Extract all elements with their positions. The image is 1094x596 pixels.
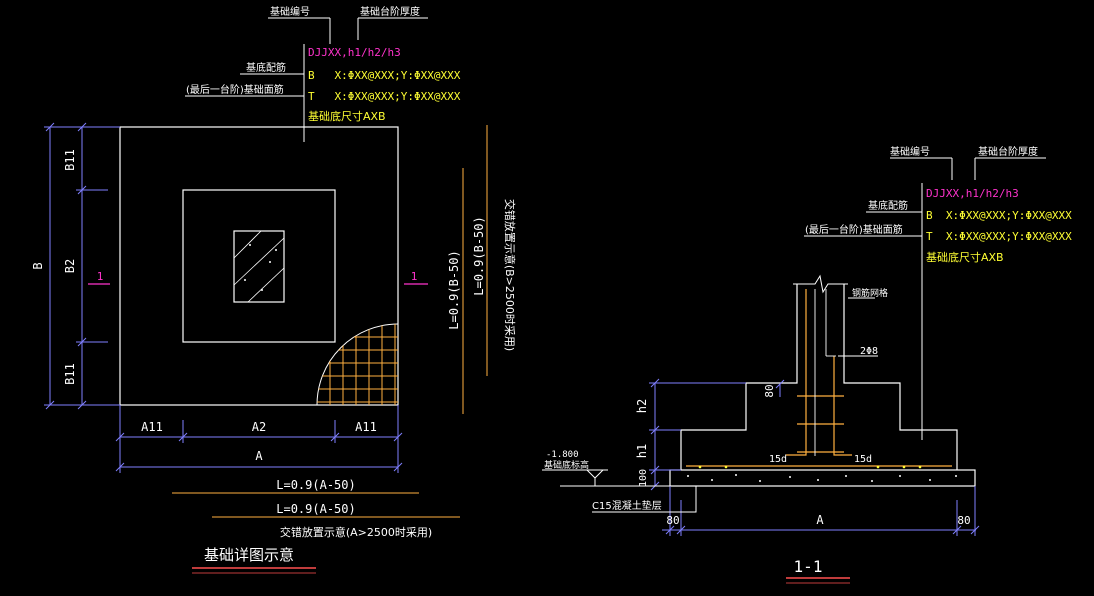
section-dim-A: A [816, 513, 824, 527]
svg-text:1: 1 [97, 270, 104, 283]
cushion-hatch [687, 474, 957, 482]
footing-outline [119, 126, 399, 406]
section-bottom-line: B X:ΦXX@XXX;Y:ΦXX@XXX [926, 209, 1072, 222]
plan-title: 基础详图示意 [204, 546, 294, 564]
elevation-marker [542, 469, 670, 487]
break-line [793, 274, 848, 294]
plan-leaders [185, 17, 428, 142]
plan-bottom-line: B X:ΦXX@XXX;Y:ΦXX@XXX [308, 69, 461, 82]
elevation-label: 基础底标高 [544, 459, 589, 471]
stagger-note-a: 交错放置示意(A>2500时采用) [280, 525, 432, 539]
dim-B11-bottom-text: B11 [63, 363, 77, 385]
cushion-label: C15混凝土垫层 [592, 499, 662, 512]
dimension-bottom [115, 405, 403, 473]
plan-label-top-rebar: (最后一台阶)基础面筋 [186, 83, 284, 96]
elevation-text: -1.800 [546, 450, 579, 460]
plan-code-line: DJJXX,h1/h2/h3 [308, 46, 401, 59]
dim-B-text: B [31, 262, 45, 269]
section-leaders [804, 157, 1046, 440]
plan-top-line: T X:ΦXX@XXX;Y:ΦXX@XXX [308, 90, 461, 103]
section-title: 1-1 [794, 557, 823, 576]
section-label-thickness: 基础台阶厚度 [978, 145, 1038, 158]
dim-A2-text: A2 [252, 420, 266, 434]
dimension-left [44, 122, 120, 410]
section-mark-right: 1 [404, 270, 428, 285]
plan-label-bottom-rebar: 基底配筋 [246, 61, 286, 74]
foundation-outline [680, 284, 958, 470]
column-section [233, 230, 285, 303]
section-label-top-rebar: (最后一台阶)基础面筋 [805, 223, 903, 236]
dim-B11-top-text: B11 [63, 149, 77, 171]
section-view: 钢筋网格 2Φ8 80 15d 15d h2 h1 100 -1.800 基础底… [542, 145, 1072, 584]
dim-A-text: A [255, 449, 263, 463]
plan-size-line: 基础底尺寸AXB [308, 109, 386, 123]
plan-view: B B11 B2 B11 A11 A2 A11 A 1 1 L=0.9(A-50… [31, 5, 517, 574]
plan-label-code: 基础编号 [270, 5, 310, 18]
dim-h2: h2 [635, 399, 649, 413]
dim-B2-text: B2 [63, 259, 77, 273]
rebar-grid-detail [316, 323, 399, 406]
cushion-layer [669, 469, 976, 487]
anchor-right: 15d [854, 454, 872, 465]
dim-h1: h1 [635, 444, 649, 458]
l-formula-a2: L=0.9(A-50) [276, 502, 355, 516]
l-formula-b1: L=0.9(B-50) [447, 250, 461, 329]
stagger-note-b: 交错放置示意(B>2500时采用) [503, 199, 517, 351]
rebar-length-b [462, 125, 488, 414]
section-dimension-bottom [662, 486, 980, 536]
stirrup-label: 2Φ8 [860, 346, 878, 357]
section-mark-left: 1 [88, 270, 110, 285]
section-label-code: 基础编号 [890, 145, 930, 158]
dim-80-right: 80 [957, 514, 970, 527]
l-formula-a1: L=0.9(A-50) [276, 478, 355, 492]
dim-100: 100 [638, 469, 649, 487]
column-rebars [786, 289, 852, 456]
dim-80-left: 80 [666, 514, 679, 527]
section-top-line: T X:ΦXX@XXX;Y:ΦXX@XXX [926, 230, 1072, 243]
column-rebar-label: 钢筋网格 [852, 287, 888, 299]
step-outline [182, 189, 336, 343]
dim-A11-right-text: A11 [355, 420, 377, 434]
rebar-length-a [172, 492, 460, 518]
dim-A11-left-text: A11 [141, 420, 163, 434]
l-formula-b2: L=0.9(B-50) [472, 216, 486, 295]
anchor-left: 15d [769, 454, 787, 465]
svg-text:1: 1 [411, 270, 418, 283]
dim-80-vertical: 80 [763, 384, 776, 397]
section-code-line: DJJXX,h1/h2/h3 [926, 187, 1019, 200]
plan-label-thickness: 基础台阶厚度 [360, 5, 420, 18]
section-size-line: 基础底尺寸AXB [926, 250, 1004, 264]
section-label-bottom-rebar: 基底配筋 [868, 199, 908, 212]
